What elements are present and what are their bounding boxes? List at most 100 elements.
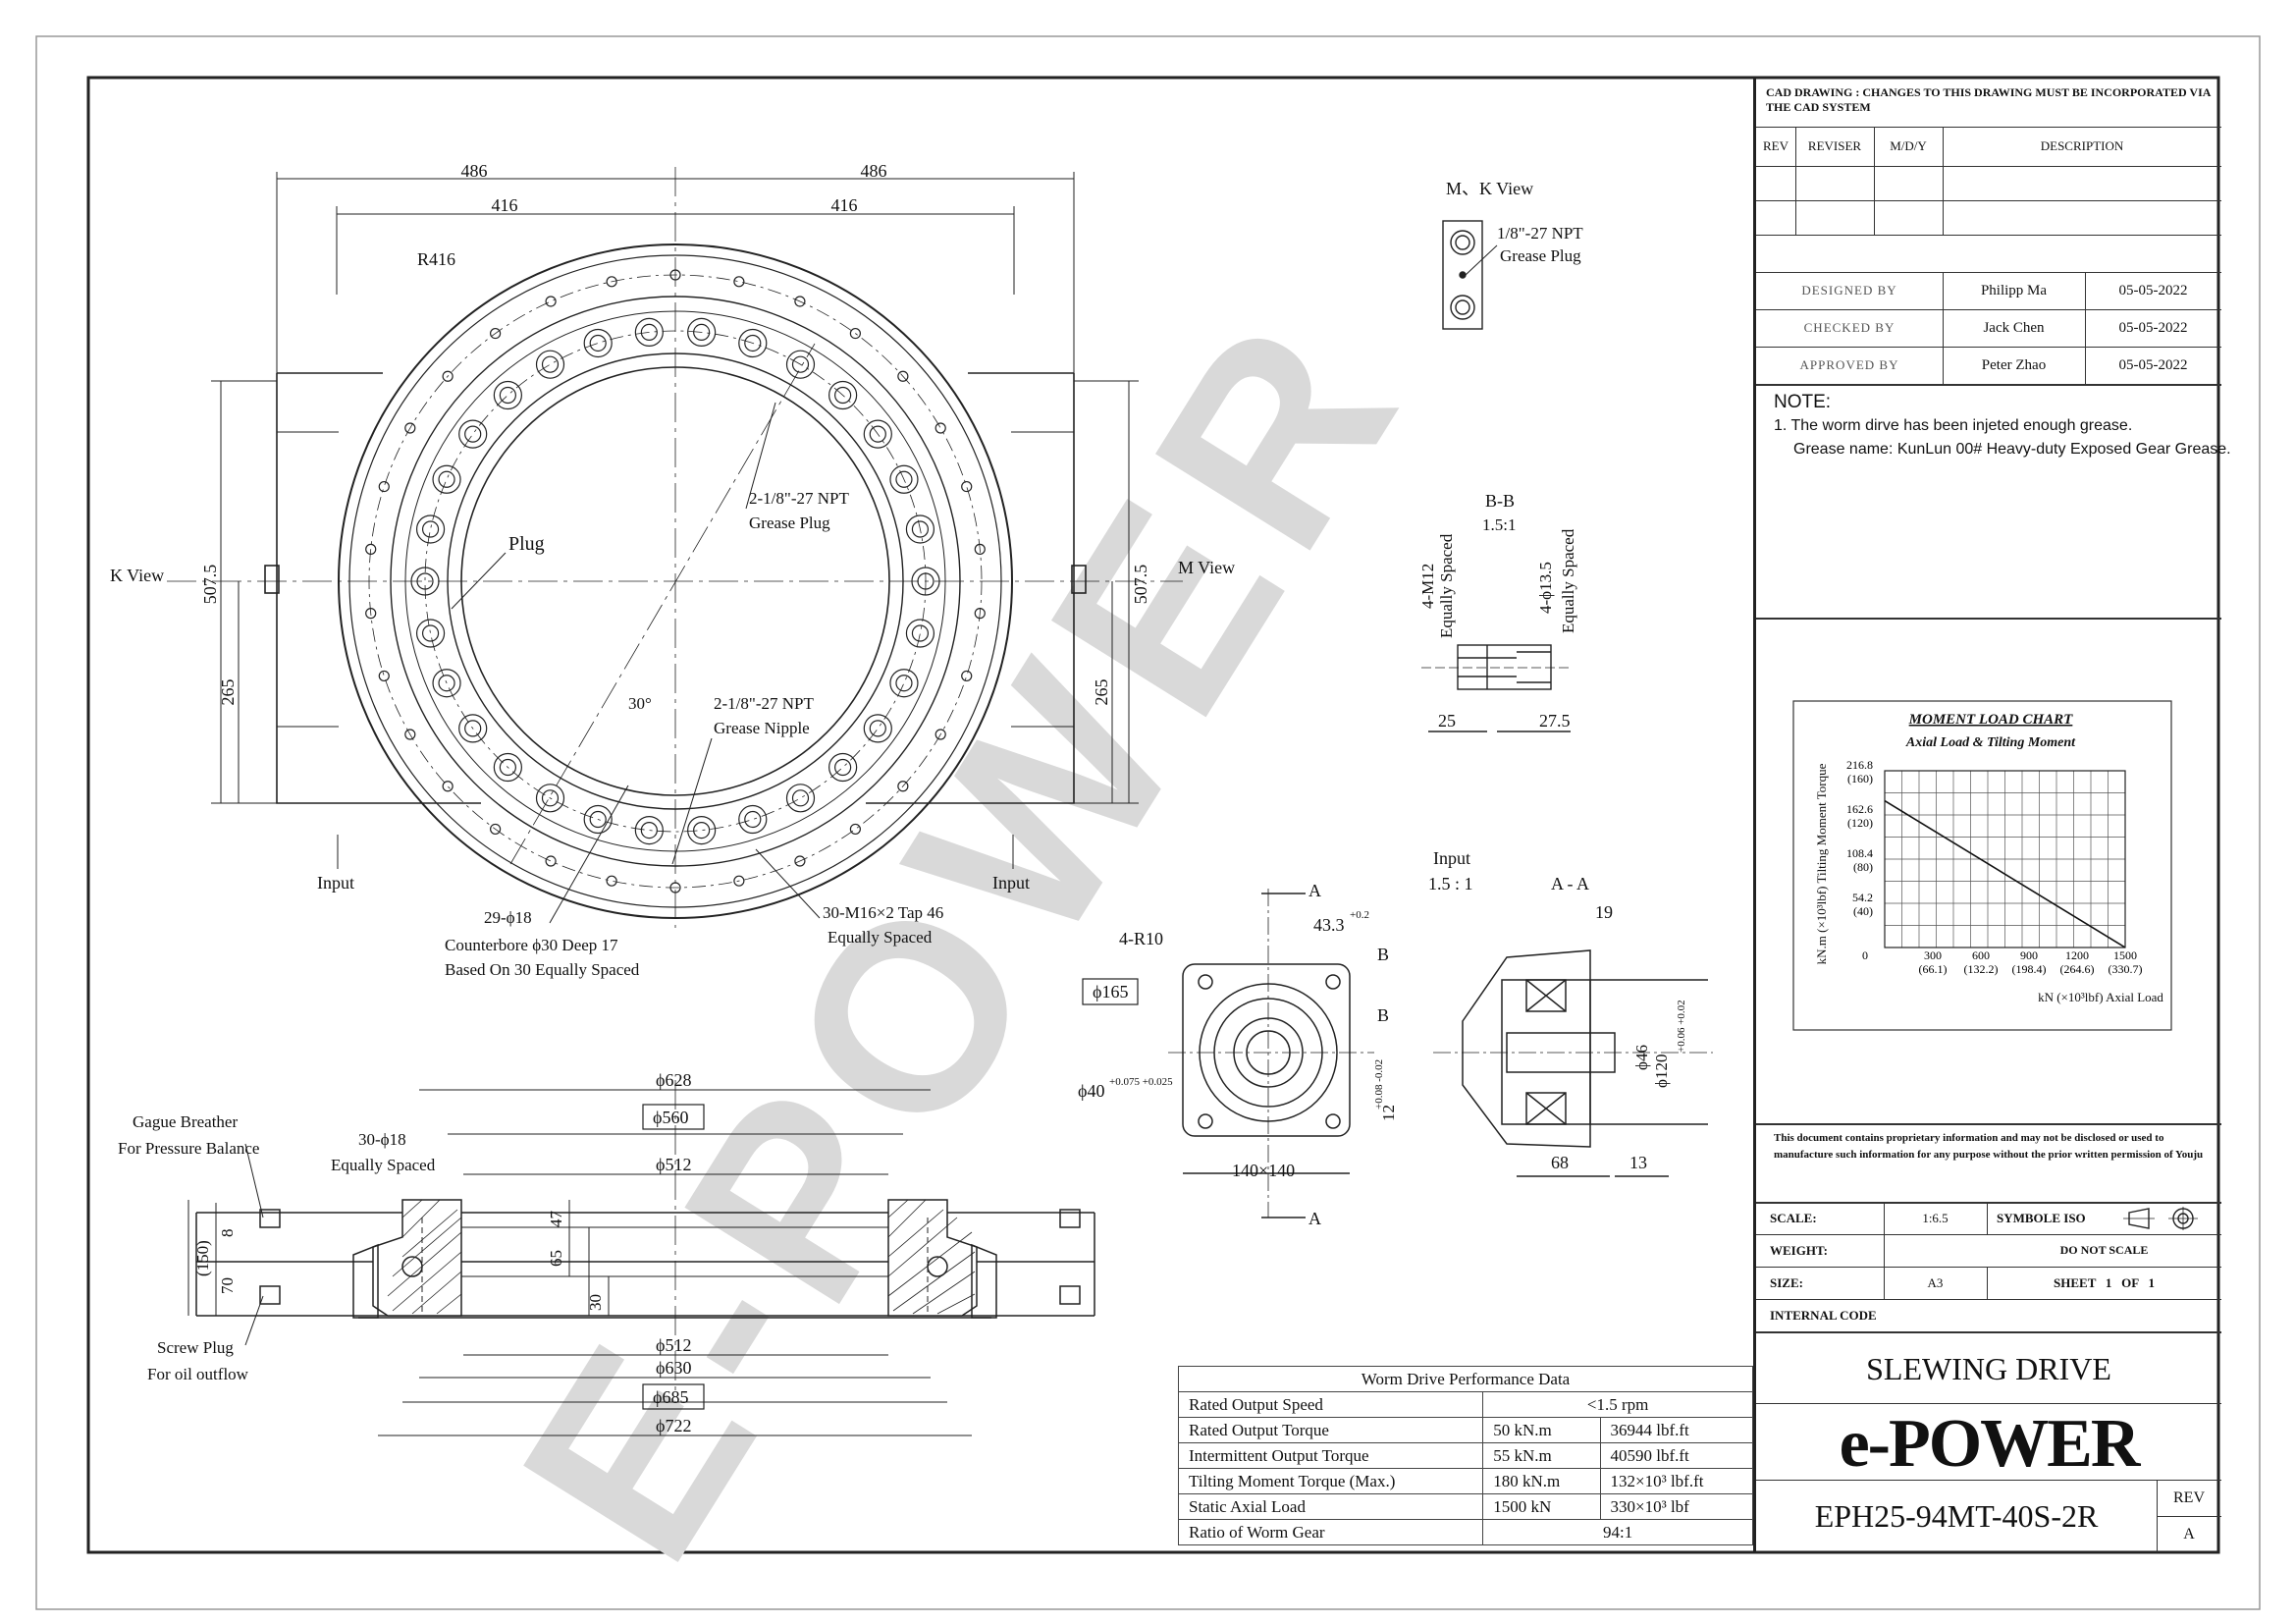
title-block: CAD DRAWING : CHANGES TO THIS DRAWING MU… — [1753, 78, 2231, 1552]
do-not-scale: DO NOT SCALE — [2059, 1243, 2149, 1257]
brand-logo: e-POWER — [1839, 1406, 2141, 1482]
dim-d40: ϕ40 — [1078, 1081, 1104, 1101]
chart-x-tick-imperial: (66.1) — [1919, 962, 1948, 976]
bolt-hole — [410, 567, 440, 596]
bolt-hole-inner — [744, 810, 762, 829]
dim-d628: ϕ628 — [656, 1070, 691, 1090]
tap-hole — [733, 276, 745, 288]
bolt-hole-inner — [589, 334, 607, 352]
bolt-hole — [634, 317, 664, 347]
dim-d722: ϕ722 — [656, 1416, 691, 1435]
bolt-hole-inner — [421, 624, 440, 642]
table-row: Rated Output Torque 50 kN.m 36944 lbf.ft — [1177, 1417, 1754, 1443]
tap-hole — [378, 670, 390, 682]
chart-x-tick-imperial: (198.4) — [2012, 962, 2047, 976]
bolt-hole-inner — [499, 758, 516, 777]
bolt-hole-inner — [693, 822, 711, 839]
npt-nipple-label-2: Grease Nipple — [714, 719, 810, 737]
chart-title: MOMENT LOAD CHART — [1908, 712, 2074, 728]
tap-hole — [404, 422, 416, 434]
bolt-hole-inner — [911, 520, 930, 538]
tap-hole — [490, 823, 502, 836]
b-top-label: B — [1377, 945, 1389, 964]
rev-label: REV — [2173, 1489, 2205, 1506]
bolt-hole-inner — [895, 470, 913, 488]
input-left-label: Input — [317, 873, 354, 893]
dim-150: (150) — [193, 1240, 212, 1276]
holes-label-3: Based On 30 Equally Spaced — [445, 960, 640, 979]
bolt-hole — [863, 714, 892, 743]
chart-plot-area — [1884, 770, 2126, 948]
table-row: Intermittent Output Torque 55 kN.m 40590… — [1177, 1442, 1754, 1469]
bolt-hole-inner — [834, 386, 852, 405]
note-line-1: 1. The worm dirve has been injeted enoug… — [1774, 417, 2133, 434]
screw-plug-1: Screw Plug — [157, 1338, 234, 1357]
chart-y-tick-imperial: (80) — [1853, 860, 1873, 874]
tap-hole — [934, 729, 946, 740]
weight-label: WEIGHT: — [1770, 1242, 1828, 1258]
dim-d630: ϕ630 — [656, 1358, 691, 1378]
input-view-scale: 1.5 : 1 — [1428, 874, 1473, 893]
bolt-hole — [415, 514, 446, 544]
bolt-hole — [905, 514, 935, 544]
bb-scale: 1.5:1 — [1482, 515, 1516, 534]
tap-hole — [490, 327, 502, 340]
tap-hole — [849, 823, 861, 836]
plug-label: Plug — [508, 533, 545, 555]
top-view-dimensions — [211, 172, 1139, 804]
scale-value: 1:6.5 — [1922, 1210, 1949, 1225]
designed-by-date: 05-05-2022 — [2118, 282, 2188, 298]
dim-507-right: 507.5 — [1131, 565, 1150, 605]
tap-hole — [442, 781, 454, 792]
bolt-hole-inner — [744, 334, 762, 352]
bolt-hole — [458, 419, 488, 449]
dim-13: 13 — [1629, 1153, 1647, 1172]
bolt-hole — [493, 380, 522, 410]
chart-y-tick-imperial: (120) — [1847, 816, 1873, 830]
bolt-hole-inner — [869, 720, 886, 737]
bolt-hole-inner — [438, 675, 455, 692]
bolt-hole — [432, 669, 461, 698]
tap-hole — [897, 781, 909, 792]
tap-hole — [669, 882, 681, 893]
bb-m12-2: Equally Spaced — [1437, 533, 1456, 638]
dim-486-right: 486 — [861, 161, 887, 181]
table-row: Rated Output Speed <1.5 rpm — [1177, 1391, 1753, 1418]
holes-label-1: 29-ϕ18 — [484, 908, 532, 927]
chart-x-tick: 900 — [2020, 948, 2038, 962]
m-view-label: M View — [1178, 558, 1235, 577]
dim-r416: R416 — [417, 249, 455, 269]
tap-hole — [897, 370, 909, 382]
bolt-hole — [583, 804, 613, 835]
table-row: Ratio of Worm Gear 94:1 — [1177, 1519, 1753, 1545]
bolt-hole-inner — [438, 470, 455, 488]
dim-507-left: 507.5 — [200, 565, 220, 605]
mk-npt-1: 1/8"-27 NPT — [1497, 224, 1583, 243]
dim-19: 19 — [1595, 902, 1613, 922]
dim-433-tol: +0.2 — [1350, 909, 1369, 921]
bolt-hole-inner — [464, 425, 482, 443]
table-row: Tilting Moment Torque (Max.) 180 kN.m 13… — [1177, 1468, 1754, 1494]
bb-m12-1: 4-M12 — [1418, 564, 1437, 609]
chart-x-tick: 600 — [1972, 948, 1990, 962]
chart-x-tick-imperial: (330.7) — [2109, 962, 2143, 976]
bb-section — [1421, 644, 1571, 732]
bb-d135-2: Equally Spaced — [1559, 528, 1577, 633]
b-bottom-label: B — [1377, 1005, 1389, 1025]
chart-y-tick: 162.6 — [1846, 802, 1873, 816]
bolt-hole — [687, 317, 717, 347]
tap-hole — [733, 875, 745, 887]
bb-title: B-B — [1485, 491, 1515, 511]
bolt-hole — [535, 784, 565, 813]
product-name: SLEWING DRIVE — [1866, 1350, 2111, 1386]
dim-d560: ϕ560 — [653, 1108, 688, 1127]
chart-ylabel: kN.m (×10³lbf) Tilting Moment Torque — [1814, 763, 1829, 964]
dim-d120: ϕ120 — [1652, 1055, 1671, 1088]
tap-hole — [404, 729, 416, 740]
bolt-hole-inner — [869, 425, 886, 443]
bolt-hole-inner — [640, 323, 658, 341]
tap-hole — [545, 296, 557, 307]
bolt-hole — [785, 350, 816, 379]
aa-top-label: A — [1308, 881, 1321, 900]
tap-hole — [545, 855, 557, 867]
